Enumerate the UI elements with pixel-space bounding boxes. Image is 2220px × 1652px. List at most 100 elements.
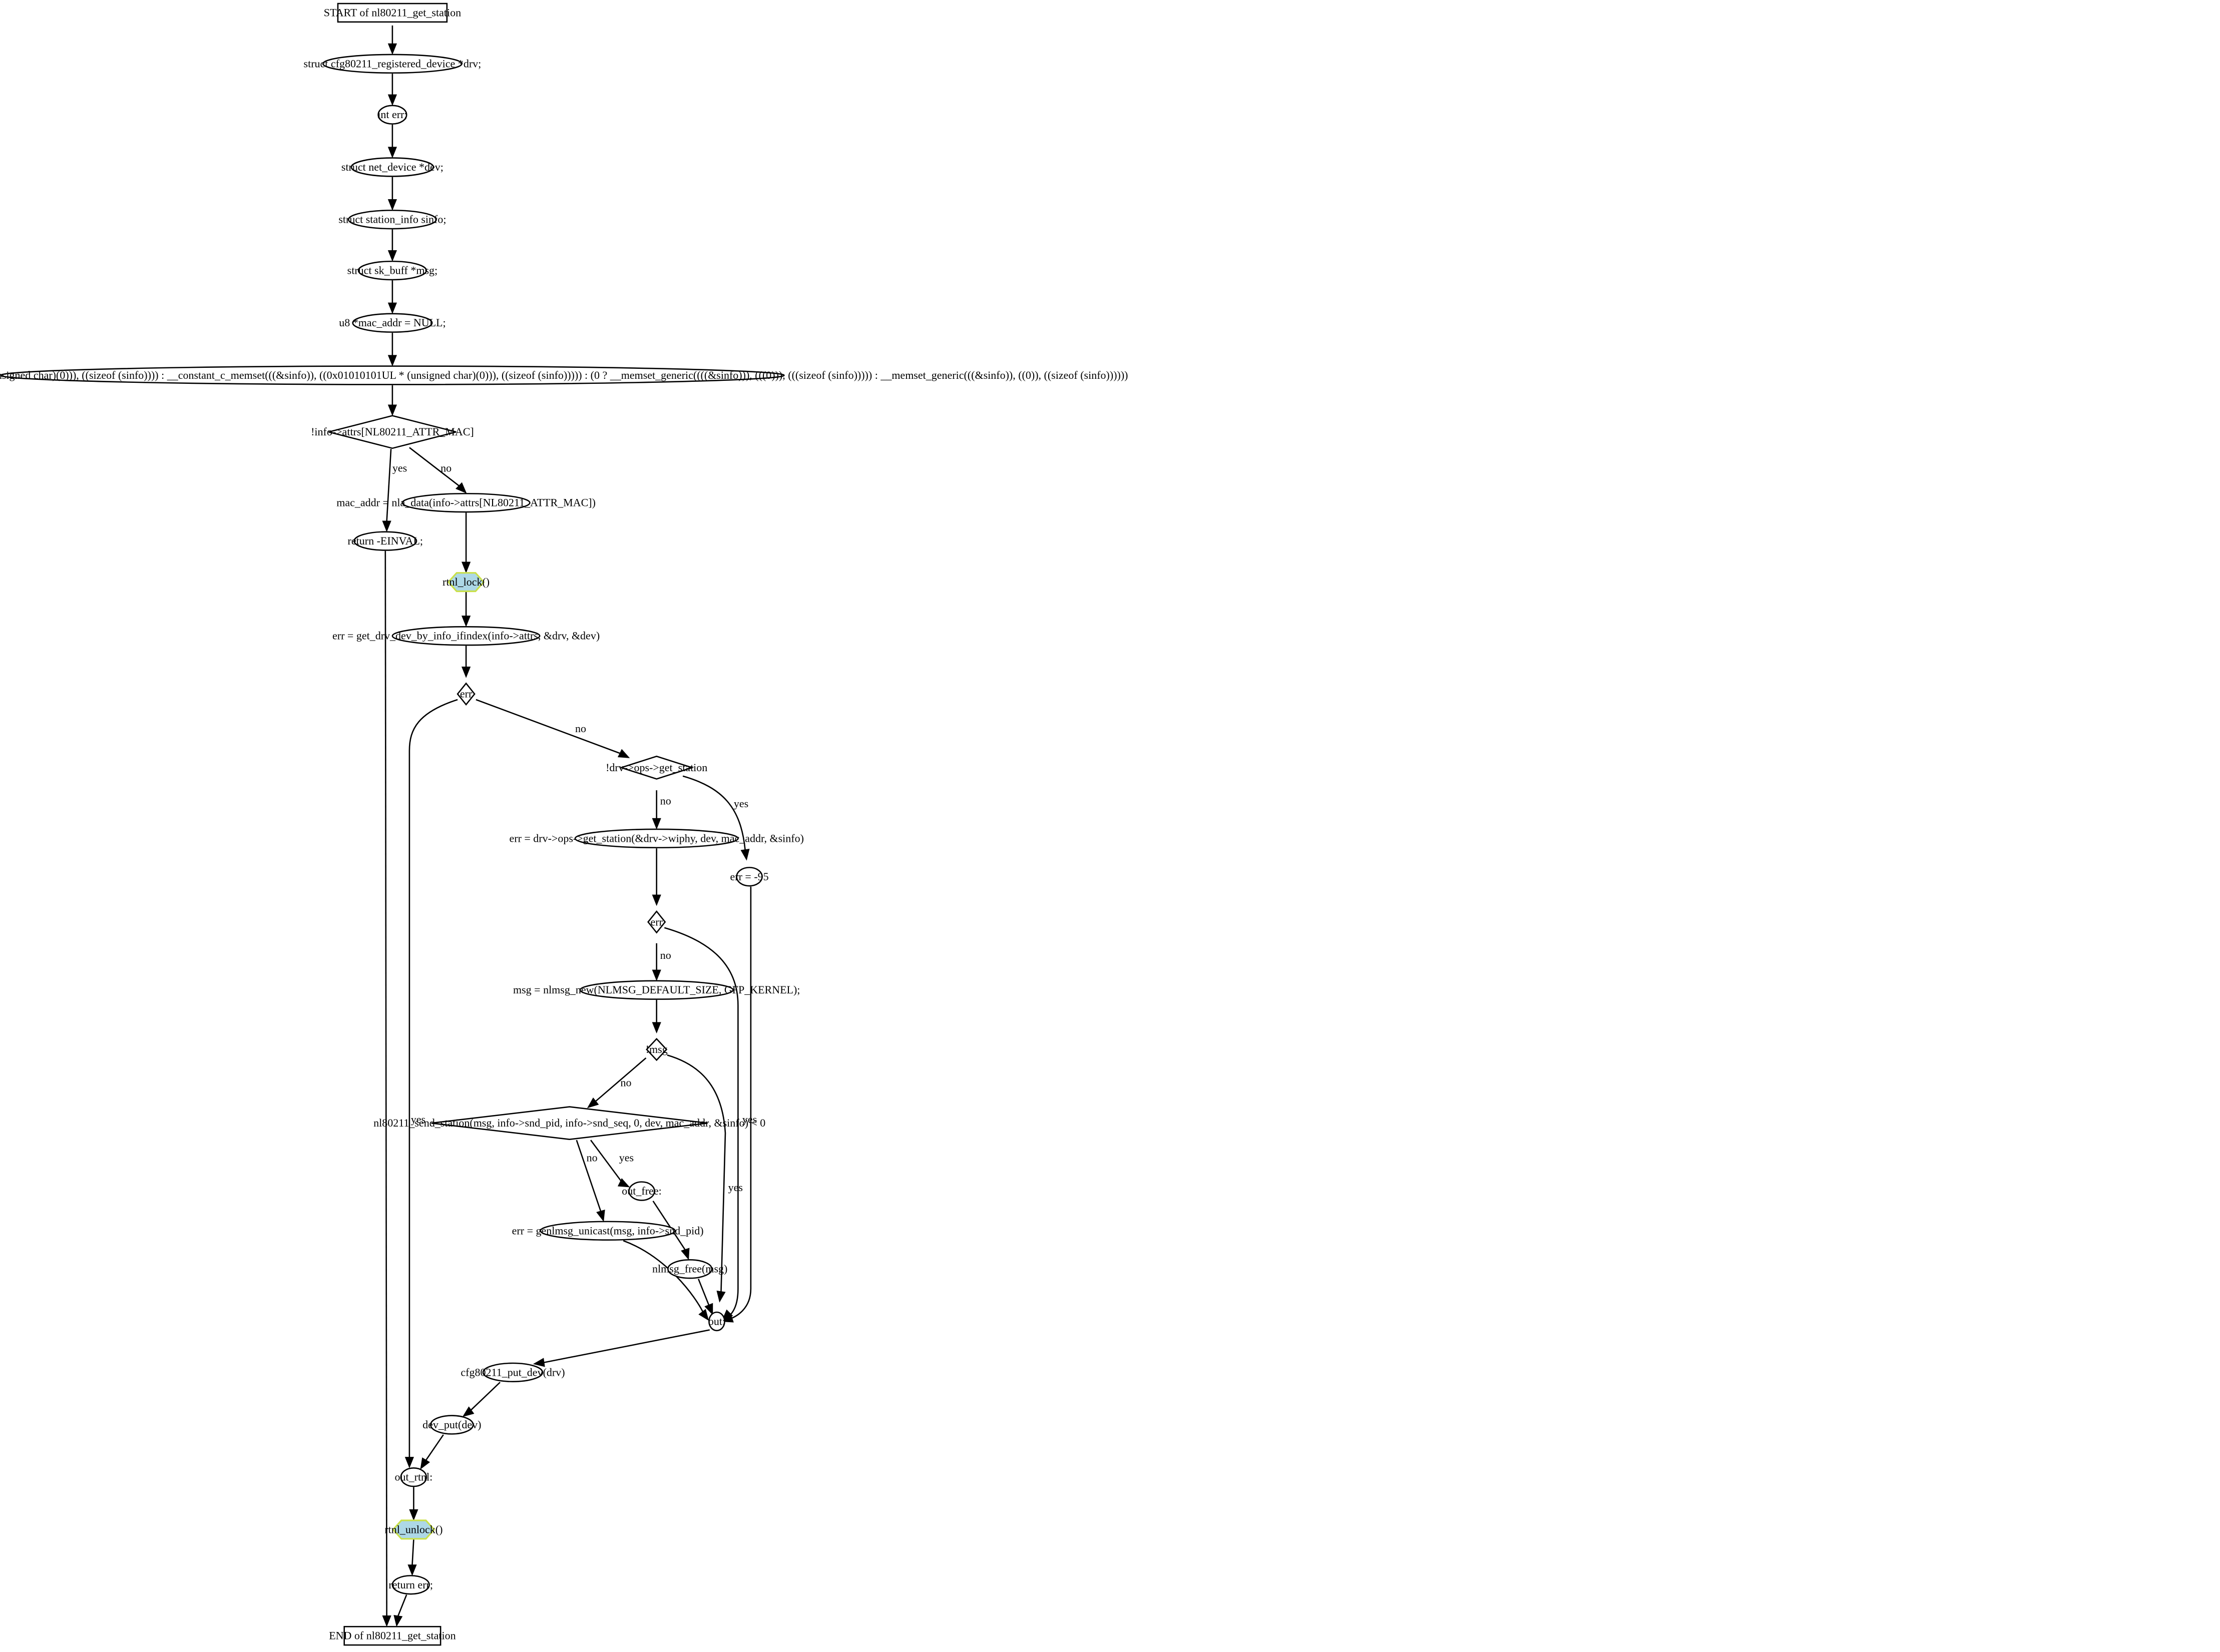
edge-ifmac-einval-label: yes	[392, 461, 407, 474]
edge-outfree-nlmsg-arrowhead	[681, 1248, 690, 1260]
n-dev-decl-text: struct net_device *dev;	[341, 161, 443, 173]
n-if-get-sta-text: !drv->ops->get_station	[606, 761, 707, 774]
n-dev-decl-shape	[350, 157, 434, 177]
edge-ifsend-unicast-line	[576, 1140, 602, 1212]
n-ret-einval-shape	[353, 531, 417, 551]
n-msg-new-text: msg = nlmsg_new(NLMSG_DEFAULT_SIZE, GFP_…	[513, 983, 800, 996]
edge-drv-err	[387, 74, 397, 106]
n-out-rtnl-node: out_rtnl:	[395, 1467, 432, 1487]
edge-iferr1-getsta-arrowhead	[617, 749, 630, 758]
n-nlmsg-free-text: nlmsg_free(msg)	[652, 1263, 727, 1275]
edge-dev-sinfo-arrowhead	[387, 199, 397, 211]
n-mac-decl-node: u8 *mac_addr = NULL;	[339, 313, 446, 333]
edge-ifsend-unicast-label: no	[587, 1152, 598, 1164]
edge-mac-memset	[387, 333, 397, 367]
edge-ifmsg-ifsend-arrowhead	[587, 1097, 599, 1109]
edge-out-putdev-arrowhead	[533, 1358, 545, 1367]
edge-ifmac-einval-line	[386, 449, 392, 521]
n-if-err1-text: err	[460, 688, 473, 700]
n-call-get-text: err = drv->ops->get_station(&drv->wiphy,…	[509, 832, 803, 844]
edge-reterr-end-arrowhead	[393, 1614, 403, 1627]
edge-iferr1-outrtnl-line	[408, 699, 458, 1458]
n-rtnl-unlock-text: rtnl_unlock()	[384, 1523, 442, 1535]
n-if-err1-node: err	[457, 682, 476, 706]
edge-ifsend-outfree-line	[590, 1140, 624, 1185]
edge-ifsend-unicast	[576, 1140, 605, 1222]
edge-err95-out	[721, 886, 752, 1323]
n-err-decl-node: int err;	[377, 105, 407, 125]
edge-start-drv	[387, 25, 397, 55]
edge-ifmac-einval	[382, 449, 392, 532]
n-sinfo-decl-text: struct station_info sinfo;	[338, 213, 446, 226]
n-mac-assign-text: mac_addr = nla_data(info->attrs[NL80211_…	[336, 496, 596, 509]
edge-lock-getdrv	[461, 592, 471, 627]
edge-sinfo-msg-arrowhead	[387, 250, 397, 262]
edge-getdrv-iferr1-arrowhead	[461, 666, 471, 678]
edge-einval-end	[382, 550, 391, 1627]
edge-ifmsg-ifsend-line	[594, 1057, 647, 1103]
edge-start-drv-arrowhead	[387, 43, 397, 55]
edge-macassign-lock-arrowhead	[461, 562, 471, 574]
edge-callget-iferr2-arrowhead	[652, 894, 661, 906]
edge-out-putdev	[533, 1329, 710, 1367]
n-put-dev-node: cfg80211_put_dev(drv)	[461, 1362, 565, 1382]
edge-reterr-end-line	[397, 1594, 407, 1616]
edge-devput-outrtnl-line	[424, 1434, 444, 1462]
edge-lock-getdrv-arrowhead	[461, 616, 471, 627]
edge-ifmsg-out-line	[667, 1054, 726, 1292]
n-get-drv-node: err = get_drv_dev_by_info_ifindex(info->…	[332, 626, 600, 646]
n-mac-decl-shape	[352, 313, 433, 333]
edge-getsta-err95-arrowhead	[740, 849, 750, 861]
edge-ifsend-outfree	[590, 1140, 630, 1188]
edge-getsta-callget-arrowhead	[652, 818, 661, 830]
edge-memset-ifmac-arrowhead	[387, 404, 397, 416]
n-if-get-sta-node: !drv->ops->get_station	[606, 755, 707, 780]
n-memset-text: (0 ? (0 ? __constant_c_and_count_memset(…	[0, 369, 1128, 381]
edge-iferr1-getsta-line	[476, 699, 621, 754]
edge-ifmac-macassign-line	[409, 447, 460, 486]
edge-ifmsg-ifsend-label: no	[621, 1076, 632, 1089]
n-err95-shape	[736, 867, 763, 887]
n-out-text: out:	[708, 1315, 725, 1327]
n-err95-text: err = -95	[730, 870, 769, 883]
n-dev-put-shape	[430, 1415, 474, 1435]
edge-unlock-reterr-arrowhead	[407, 1564, 417, 1576]
n-if-err2-node: err	[647, 910, 666, 934]
n-call-get-shape	[574, 828, 739, 849]
n-ret-err-text: return err;	[388, 1578, 433, 1591]
n-if-msg-text: !msg	[646, 1043, 668, 1055]
edge-nlmsg-out-arrowhead	[704, 1303, 713, 1316]
edge-err-dev	[387, 125, 397, 159]
edge-ifmac-einval-arrowhead	[382, 520, 391, 532]
n-sinfo-decl-node: struct station_info sinfo;	[338, 209, 446, 230]
edge-iferr2-out	[664, 927, 739, 1321]
n-dev-decl-node: struct net_device *dev;	[341, 157, 443, 177]
n-rtnl-lock-node: rtnl_lock()	[442, 572, 490, 593]
edge-iferr2-msgnew	[652, 943, 661, 981]
edge-unicast-out-arrowhead	[698, 1309, 709, 1321]
edge-putdev-devput-line	[468, 1382, 501, 1413]
edge-unicast-out	[623, 1240, 709, 1321]
n-out-free-text: out_free:	[622, 1185, 661, 1197]
n-if-send-shape	[431, 1106, 708, 1141]
n-if-msg-node: !msg	[646, 1037, 668, 1061]
n-put-dev-text: cfg80211_put_dev(drv)	[461, 1366, 565, 1378]
edge-ifsend-unicast-arrowhead	[596, 1209, 605, 1222]
edge-iferr2-msgnew-label: no	[660, 949, 671, 961]
edge-unlock-reterr-line	[411, 1539, 414, 1565]
edge-ifmac-macassign-label: no	[440, 461, 452, 474]
edge-callget-iferr2	[652, 848, 661, 906]
edge-iferr1-getsta	[476, 699, 630, 758]
edge-memset-ifmac	[387, 385, 397, 416]
n-if-mac-shape	[328, 415, 457, 449]
n-nlmsg-free-shape	[667, 1259, 713, 1279]
edge-mac-memset-arrowhead	[387, 355, 397, 367]
edge-msgnew-ifmsg-arrowhead	[652, 1022, 661, 1034]
n-msg-decl-text: struct sk_buff *msg;	[347, 264, 437, 277]
edge-iferr1-outrtnl-label: yes	[411, 1113, 425, 1126]
edge-devput-outrtnl-arrowhead	[420, 1457, 430, 1470]
n-unicast-node: err = genlmsg_unicast(msg, info->snd_pid…	[512, 1221, 704, 1241]
edge-ifmsg-out-arrowhead	[716, 1290, 726, 1303]
edge-einval-end-arrowhead	[382, 1615, 391, 1627]
n-out-shape	[708, 1311, 725, 1332]
